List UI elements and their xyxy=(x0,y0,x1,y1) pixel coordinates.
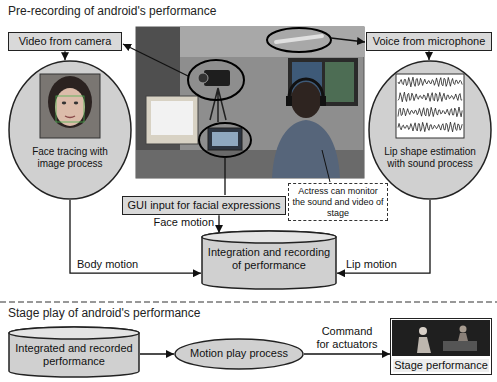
node-outline xyxy=(368,60,492,200)
section-heading: Pre-recording of android's performance xyxy=(8,4,216,18)
waveform-trace xyxy=(398,92,462,102)
node-text: GUI input for facial expressions xyxy=(128,199,281,212)
source-box: Voice from microphone xyxy=(366,32,492,51)
face-eye xyxy=(74,102,78,105)
edge-label: Face motion xyxy=(152,216,215,229)
tripod-symbol xyxy=(210,88,226,122)
process-circle: Lip shape estimation with sound process xyxy=(368,60,492,200)
flow-arrow xyxy=(64,51,65,60)
cylinder-body xyxy=(9,327,139,377)
node-outline xyxy=(8,60,132,200)
camera-lens xyxy=(198,73,208,83)
stage-photo xyxy=(392,320,490,356)
node-text: Face tracing with image process xyxy=(18,146,122,170)
highlight-ellipse xyxy=(188,60,244,100)
gui-screen-display xyxy=(212,132,238,146)
headphone-cup xyxy=(286,96,292,106)
edge-label: Body motion xyxy=(76,258,139,271)
cylinder-body xyxy=(202,231,336,289)
storage-cylinder: Integrated and recorded performance xyxy=(8,326,140,378)
flow-arrow xyxy=(218,215,219,233)
note-box: Actress can monitor the sound and video … xyxy=(288,183,388,221)
gui-screen xyxy=(208,128,242,150)
monitor-screen xyxy=(151,101,193,135)
node-text: Video from camera xyxy=(19,35,112,48)
flow-arrow xyxy=(304,353,390,354)
node-text: Integrated and recorded performance xyxy=(12,342,136,368)
piano-symbol xyxy=(443,341,477,351)
edge-label: Lip motion xyxy=(345,258,398,271)
circle-outline xyxy=(369,61,491,199)
highlight-ellipse xyxy=(267,28,331,52)
microphone-symbol xyxy=(276,36,322,42)
flow-arrow xyxy=(140,353,174,354)
headphone-cup xyxy=(320,96,326,106)
tracking-box xyxy=(56,96,84,122)
monitor-symbol xyxy=(146,96,198,144)
node-illustration xyxy=(396,74,464,138)
player-head xyxy=(460,326,467,333)
face-eye xyxy=(62,102,66,105)
section-heading: Stage play of android's performance xyxy=(8,306,200,320)
android-body xyxy=(417,337,431,353)
process-ellipse: Motion play process xyxy=(174,338,304,370)
ellipse-outline xyxy=(175,339,303,369)
leader-arrow xyxy=(123,44,188,76)
face-mouth xyxy=(65,116,75,118)
node-text: Motion play process xyxy=(190,347,288,360)
android-head xyxy=(419,327,427,335)
face-hair xyxy=(48,76,92,128)
waveform-trace xyxy=(398,107,462,117)
node-text: Lip shape estimation with sound process xyxy=(378,146,482,170)
face-skin xyxy=(55,88,85,126)
circle-outline xyxy=(9,61,131,199)
stage-image-box: Stage performance xyxy=(390,318,492,375)
studio-photo xyxy=(136,27,364,178)
actress-head xyxy=(291,82,321,118)
face-photo xyxy=(40,74,100,138)
leader-line xyxy=(322,150,330,182)
cylinder-top xyxy=(9,327,139,339)
actress-body xyxy=(272,120,340,178)
waveform-trace xyxy=(398,77,462,87)
node-text: Voice from microphone xyxy=(373,35,486,48)
section-separator xyxy=(0,301,497,302)
node-illustration xyxy=(40,74,100,138)
cylinder-top xyxy=(202,231,336,243)
studio-ceiling xyxy=(180,27,364,57)
node-text: Stage performance xyxy=(393,359,489,372)
stage-monitor-screen xyxy=(325,62,354,102)
process-circle: Face tracing with image process xyxy=(8,60,132,200)
stage-illustration xyxy=(392,320,490,356)
waveform-panel xyxy=(396,74,464,138)
edge-label: Command for actuators xyxy=(314,325,380,351)
player-body xyxy=(458,333,468,341)
headphones-symbol xyxy=(289,79,323,98)
input-box: GUI input for facial expressions xyxy=(122,196,286,215)
source-box: Video from camera xyxy=(8,32,122,51)
leader-line xyxy=(224,157,225,195)
flow-arrow xyxy=(428,51,429,60)
leader-arrow xyxy=(331,38,365,42)
node-text: Actress can monitor the sound and video … xyxy=(292,186,384,218)
node-text: Integration and recording of performance xyxy=(205,246,333,272)
highlight-ellipse xyxy=(199,123,251,157)
storage-cylinder: Integration and recording of performance xyxy=(201,230,337,290)
waveform-trace xyxy=(398,122,462,132)
